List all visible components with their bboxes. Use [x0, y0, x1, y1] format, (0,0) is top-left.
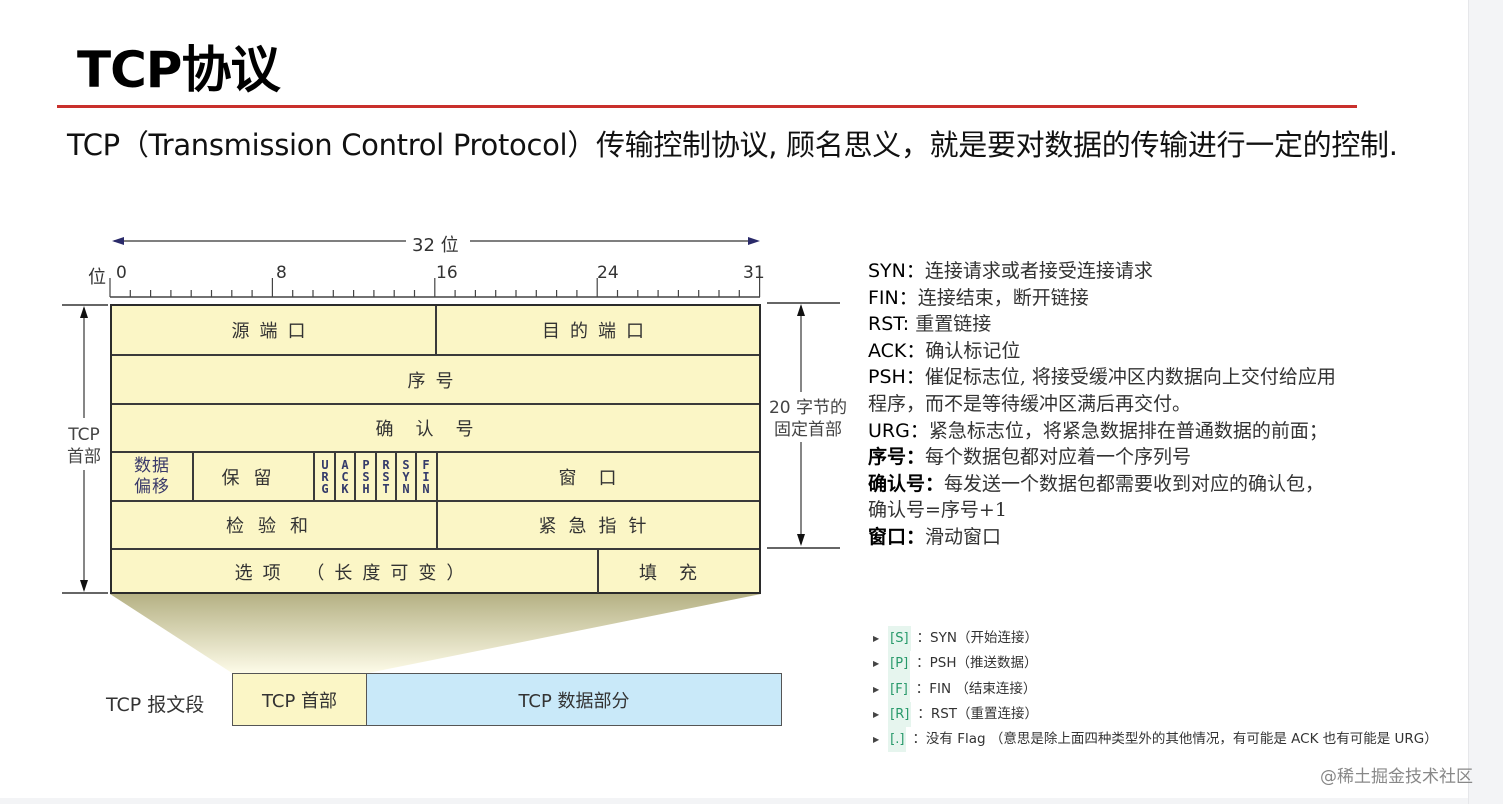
- tcp-header-side-label: TCP 首部: [67, 425, 101, 467]
- field-urgent-pointer: 紧急指针: [538, 516, 659, 537]
- tcp-segment-bar: TCP 首部 TCP 数据部分: [232, 673, 782, 726]
- definition-rst: RST: 重置链接: [868, 313, 992, 336]
- slide-title: TCP协议: [77, 41, 280, 99]
- definition-window: 窗口：滑动窗口: [868, 525, 1002, 548]
- bullet-icon: ▶: [873, 684, 880, 694]
- segment-header-part: TCP 首部: [233, 674, 367, 725]
- flag-code-item: ▶[P]：PSH（推送数据）: [873, 651, 1438, 677]
- bullet-icon: ▶: [873, 709, 880, 719]
- field-ack-number: 确认号: [375, 419, 496, 440]
- definition-urg: URG：紧急标志位，将紧急数据排在普通数据的前面；: [868, 419, 1328, 442]
- flag-code-item: ▶[.]：没有 Flag （意思是除上面四种类型外的其他情况，有可能是 ACK …: [873, 727, 1438, 753]
- ruler-tick-16: 16: [436, 263, 458, 283]
- ruler-tick-24: 24: [597, 263, 619, 283]
- flag-definitions: SYN：连接请求或者接受连接请求 FIN：连接结束，断开链接 RST: 重置链接…: [868, 258, 1458, 551]
- definition-seq: 序号：每个数据包都对应着一个序列号: [868, 446, 1192, 469]
- bullet-icon: ▶: [873, 634, 880, 643]
- header-expansion-shading: [110, 594, 761, 673]
- definition-psh: PSH：催促标志位, 将接受缓冲区内数据向上交付给应用: [868, 366, 1336, 389]
- row-divider: [112, 548, 759, 550]
- tcp-segment-label: TCP 报文段: [106, 694, 205, 716]
- side-scroll-strip: [1468, 0, 1503, 804]
- fixed-header-side-label: 20 字节的 固定首部: [768, 398, 848, 440]
- field-checksum: 检验和: [226, 516, 322, 537]
- field-reserved: 保留: [221, 467, 286, 489]
- definition-ack: ACK：确认标记位: [868, 339, 1021, 362]
- field-padding: 填充: [639, 562, 719, 584]
- definition-ack-num: 确认号：每发送一个数据包都需要收到对应的确认包，: [868, 472, 1325, 495]
- field-options: 选项 （长度可变）: [234, 562, 475, 584]
- row-divider: [112, 403, 759, 405]
- field-dest-port: 目的端口: [542, 321, 654, 342]
- bit-width-arrow-icon: [109, 237, 761, 298]
- bit-width-label: 32 位: [412, 235, 459, 256]
- definition-ack-num-cont: 确认号=序号+1: [868, 499, 1007, 522]
- ruler-tick-31: 31: [743, 263, 765, 283]
- field-data-offset: 数据 偏移: [134, 455, 170, 497]
- bit-axis-label: 位: [88, 267, 106, 288]
- bullet-icon: ▶: [873, 735, 880, 745]
- watermark: @稀土掘金技术社区: [1320, 767, 1473, 787]
- row-divider: [112, 451, 759, 453]
- definition-fin: FIN：连接结束，断开链接: [868, 286, 1089, 309]
- intro-paragraph: TCP（Transmission Control Protocol）传输控制协议…: [67, 128, 1398, 162]
- flag-code-item: ▶[S]：SYN（开始连接）: [873, 626, 1438, 652]
- tcpdump-flag-list: ▶[S]：SYN（开始连接） ▶[P]：PSH（推送数据） ▶[F]：FIN （…: [873, 626, 1438, 753]
- bottom-edge-strip: [0, 798, 1468, 804]
- field-sequence-number: 序号: [407, 370, 464, 392]
- field-source-port: 源端口: [231, 321, 316, 342]
- tcp-header-diagram: 32 位 位 0 8 16 24 31 源端口 目的端口 序号 确认号: [62, 235, 848, 726]
- definition-syn: SYN：连接请求或者接受连接请求: [868, 260, 1153, 282]
- segment-data-part: TCP 数据部分: [367, 674, 781, 725]
- field-window: 窗口: [558, 467, 639, 489]
- flag-code-item: ▶[F]：FIN （结束连接）: [873, 676, 1438, 702]
- flag-code-item: ▶[R]：RST（重置连接）: [873, 701, 1438, 728]
- ruler-tick-0: 0: [116, 263, 127, 283]
- fixed-header-height-arrow-icon: [767, 302, 840, 549]
- ruler-tick-8: 8: [276, 263, 287, 283]
- definition-psh-cont: 程序，而不是等待缓冲区满后再交付。: [868, 392, 1192, 415]
- bullet-icon: ▶: [873, 659, 880, 669]
- row-divider: [112, 354, 759, 356]
- title-underline-divider: [57, 105, 1357, 108]
- row-divider: [112, 500, 759, 502]
- tcp-header-height-arrow-icon: [62, 304, 108, 594]
